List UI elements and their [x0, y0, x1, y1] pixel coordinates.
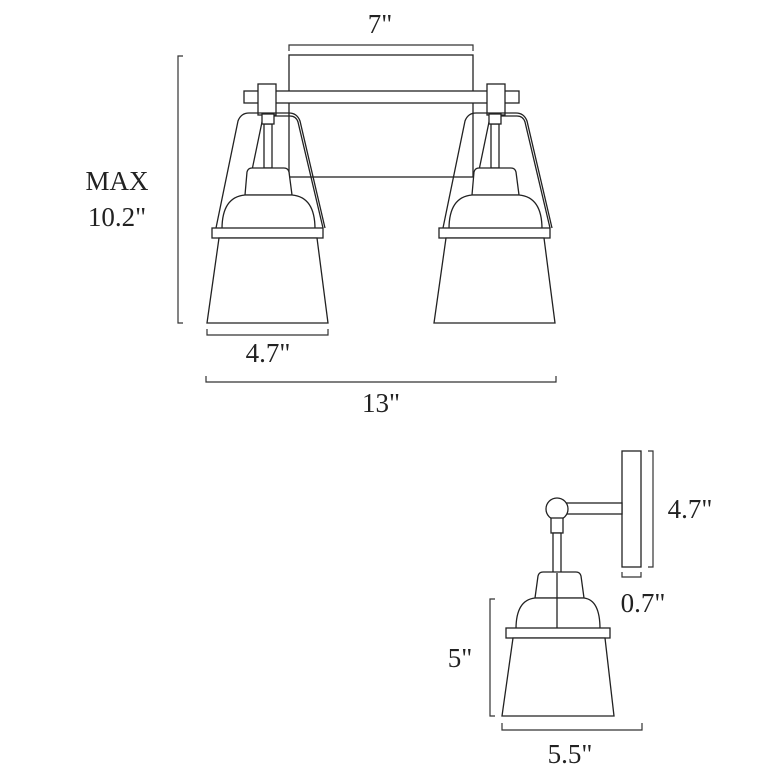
dimension-depth-bracket: [621, 572, 642, 578]
label-overall-width: 13": [362, 388, 400, 418]
side-dome: [515, 597, 601, 630]
left-knuckle: [257, 83, 277, 116]
label-side-shade-width: 5.5": [548, 739, 593, 769]
dimension-height-bracket: [177, 55, 183, 324]
label-max-height: 10.2": [88, 202, 146, 232]
dimension-side-height-bracket: [648, 450, 654, 568]
dimension-overall-bracket: [205, 376, 557, 383]
side-cap: [534, 571, 585, 599]
crossbar: [243, 90, 520, 104]
side-ball-joint: [545, 497, 569, 521]
label-shade-width: 4.7": [246, 338, 291, 368]
side-arm: [565, 502, 623, 515]
side-glass: [501, 637, 615, 717]
label-side-depth: 0.7": [621, 588, 666, 618]
dimension-shade-height-bracket: [489, 598, 495, 717]
dimension-shade-bracket: [206, 329, 329, 336]
label-backplate-width: 7": [368, 9, 393, 39]
side-band: [505, 627, 611, 639]
right-knuckle: [486, 83, 506, 116]
side-connector: [550, 517, 564, 534]
side-stem: [552, 532, 562, 574]
label-max: MAX: [85, 166, 149, 196]
side-backplate: [621, 450, 642, 568]
front-view: 7" MAX 10.2" 4.7" 13": [85, 9, 557, 418]
dimension-7in-bracket: [288, 44, 474, 51]
side-view: 4.7" 0.7" 5" 5.5": [448, 450, 713, 769]
label-side-shade-height: 5": [448, 643, 473, 673]
dimension-shade-width-bracket: [501, 723, 643, 731]
backplate: [288, 54, 474, 178]
label-side-backplate-height: 4.7": [668, 494, 713, 524]
